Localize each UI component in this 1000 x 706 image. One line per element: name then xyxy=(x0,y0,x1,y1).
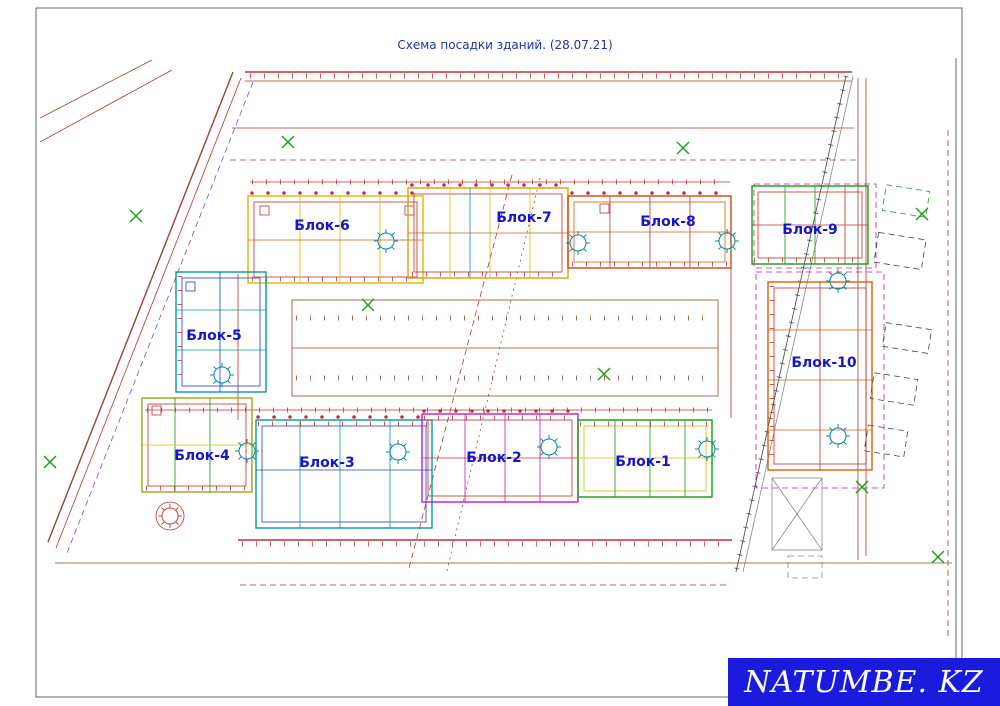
sheet-border xyxy=(35,7,963,698)
block-8: Блок-8 xyxy=(567,191,732,269)
block-9: Блок-9 xyxy=(751,183,877,269)
cross-marks xyxy=(43,135,945,564)
block-10: Блок-10 xyxy=(755,271,885,489)
block-7-label: Блок-7 xyxy=(496,210,552,226)
bench-mark xyxy=(155,501,185,531)
existing-structures xyxy=(771,184,933,579)
block-5: Блок-5 xyxy=(175,271,267,393)
block-6: Блок-6 xyxy=(247,191,424,284)
drawing-title: Схема посадки зданий. (28.07.21) xyxy=(397,38,612,52)
block-4-label: Блок-4 xyxy=(174,448,230,464)
block-5-label: Блок-5 xyxy=(186,328,242,344)
block-1: Блок-1 xyxy=(577,419,713,498)
parking-court xyxy=(291,299,719,397)
block-4: Блок-4 xyxy=(141,397,253,493)
block-7: Блок-7 xyxy=(407,183,569,279)
block-3: Блок-3 xyxy=(255,415,433,529)
block-3-label: Блок-3 xyxy=(299,455,355,471)
block-8-label: Блок-8 xyxy=(640,214,696,230)
roads-and-boundaries xyxy=(39,58,957,688)
block-6-label: Блок-6 xyxy=(294,218,350,234)
watermark-text: NATUMBE. KZ xyxy=(744,664,984,700)
block-9-label: Блок-9 xyxy=(782,222,838,238)
block-10-label: Блок-10 xyxy=(791,355,857,371)
block-2-label: Блок-2 xyxy=(466,450,522,466)
block-1-label: Блок-1 xyxy=(615,454,671,470)
watermark: NATUMBE. KZ xyxy=(728,658,1000,706)
block-2: Блок-2 xyxy=(421,409,579,503)
